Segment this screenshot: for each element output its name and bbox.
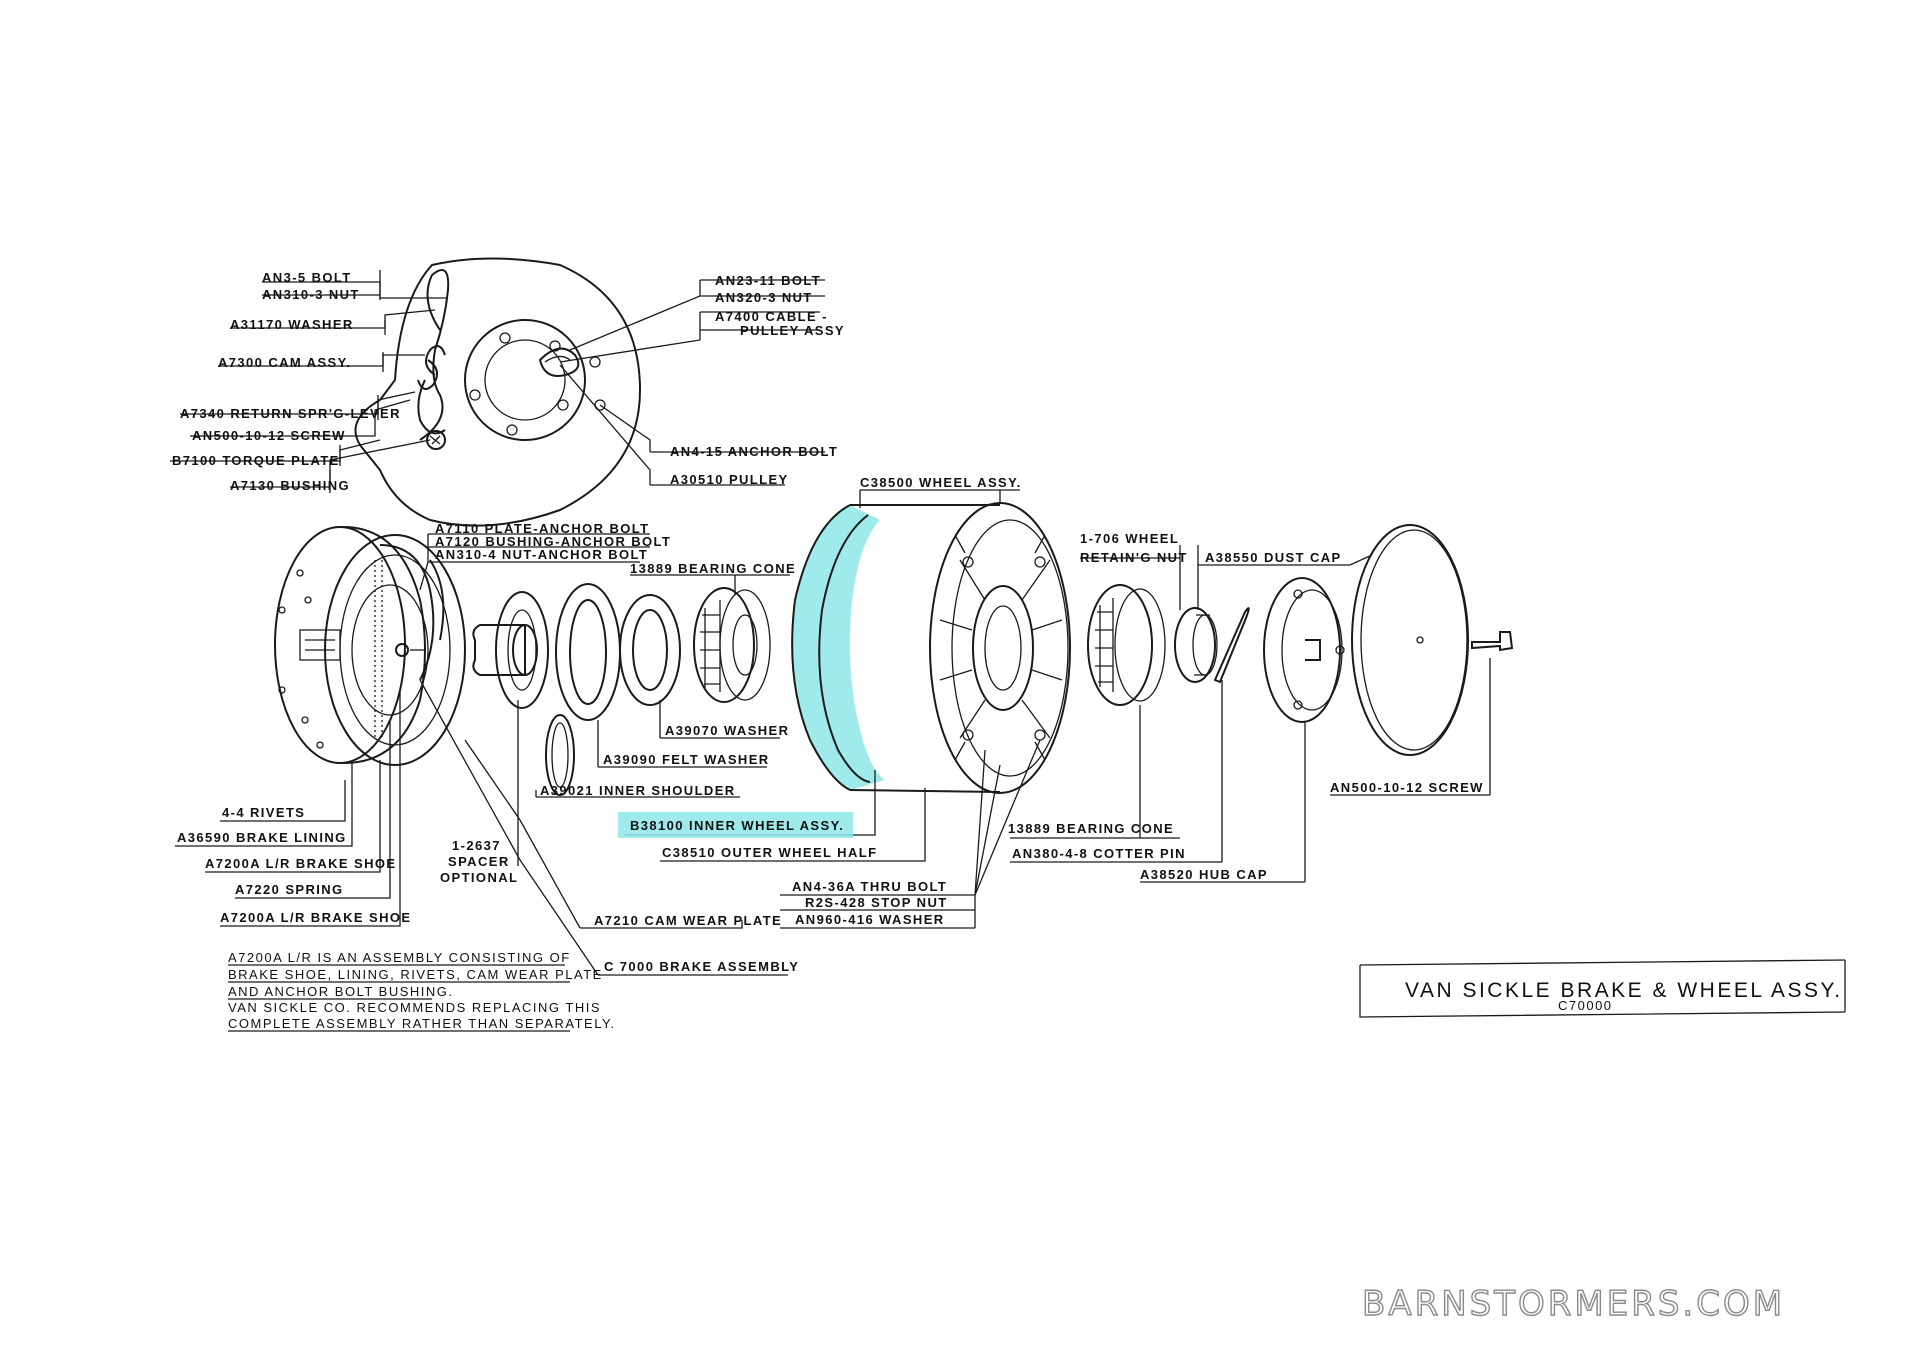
callout-a36590-brake-lining: A36590 BRAKE LINING — [177, 830, 347, 845]
callout-an3-5-bolt: AN3-5 BOLT — [262, 270, 352, 285]
callout-a7400-cable-1: A7400 CABLE - — [715, 309, 828, 324]
callout-r2s-428-stop-nut: R2S-428 STOP NUT — [805, 895, 948, 910]
callout-wheel-nut-1: 1-706 WHEEL — [1080, 531, 1179, 546]
callout-b38100-inner-wheel: B38100 INNER WHEEL ASSY. — [630, 818, 844, 833]
callout-an960-416-washer: AN960-416 WASHER — [795, 912, 945, 927]
inner-wheel-highlight — [792, 505, 885, 790]
watermark: BARNSTORMERS.COM — [1362, 1284, 1785, 1324]
hub-cap-part — [1263, 577, 1345, 723]
callout-an500-10-12-screw-right: AN500-10-12 SCREW — [1330, 780, 1484, 795]
inner-wheel-label-highlight — [618, 812, 853, 838]
callout-a7340-return-spring: A7340 RETURN SPR'G-LEVER — [180, 406, 401, 421]
callout-a7300-cam-assy: A7300 CAM ASSY. — [218, 355, 351, 370]
bearing-cone-top — [693, 587, 771, 703]
callout-an4-36a-thru-bolt: AN4-36A THRU BOLT — [792, 879, 947, 894]
callout-an500-10-12-screw-top: AN500-10-12 SCREW — [192, 428, 346, 443]
callout-an23-11-bolt: AN23-11 BOLT — [715, 273, 821, 288]
callout-a7110-plate-anchor: A7110 PLATE-ANCHOR BOLT — [435, 521, 649, 536]
callout-bearing-cone-bottom: 13889 BEARING CONE — [1008, 821, 1174, 836]
callout-a31170-washer: A31170 WASHER — [230, 317, 354, 332]
callout-spacer-3: OPTIONAL — [440, 870, 518, 885]
callout-wheel-nut-2: RETAIN'G NUT — [1080, 550, 1188, 565]
cotter-pin-part — [1213, 607, 1250, 684]
note-line-2: BRAKE SHOE, LINING, RIVETS, CAM WEAR PLA… — [228, 967, 603, 982]
callout-an4-15-anchor-bolt: AN4-15 ANCHOR BOLT — [670, 444, 838, 459]
callout-an310-3-nut: AN310-3 NUT — [262, 287, 360, 302]
washer-part — [619, 594, 681, 706]
retaining-nut-part — [1174, 607, 1218, 683]
callout-a7130-bushing: A7130 BUSHING — [230, 478, 350, 493]
callout-c7000-brake-assembly: C 7000 BRAKE ASSEMBLY — [604, 959, 799, 974]
note-line-3: AND ANCHOR BOLT BUSHING. — [228, 984, 454, 999]
spacer-part — [472, 624, 538, 676]
callout-a7220-spring: A7220 SPRING — [235, 882, 344, 897]
bearing-cone-bottom — [1087, 584, 1166, 706]
callout-a7210-cam-wear-plate: A7210 CAM WEAR PLATE — [594, 913, 782, 928]
callout-a7120-bushing-anchor: A7120 BUSHING-ANCHOR BOLT — [435, 534, 671, 549]
callout-labels: AN3-5 BOLT AN310-3 NUT A31170 WASHER A73… — [172, 270, 1484, 974]
callout-a38520-hub-cap: A38520 HUB CAP — [1140, 867, 1268, 882]
callout-a7200a-brake-shoe-1: A7200A L/R BRAKE SHOE — [205, 856, 396, 871]
callout-an320-3-nut: AN320-3 NUT — [715, 290, 813, 305]
brake-assembly — [274, 525, 466, 766]
screw-part — [1471, 631, 1514, 652]
callout-a7400-cable-2: PULLEY ASSY — [740, 323, 845, 338]
callout-bearing-cone-top: 13889 BEARING CONE — [630, 561, 796, 576]
leader-lines — [170, 270, 1846, 1018]
callout-a39070-washer: A39070 WASHER — [665, 723, 789, 738]
callout-a39021-inner-shoulder: A39021 INNER SHOULDER — [540, 783, 736, 798]
dust-cap-part — [1351, 524, 1469, 756]
callout-a7200a-brake-shoe-2: A7200A L/R BRAKE SHOE — [220, 910, 411, 925]
callout-b7100-torque-plate: B7100 TORQUE PLATE — [172, 453, 340, 468]
callout-an380-4-8-cotter-pin: AN380-4-8 COTTER PIN — [1012, 846, 1186, 861]
callout-c38510-outer-wheel: C38510 OUTER WHEEL HALF — [662, 845, 877, 860]
callout-an310-4-nut-anchor: AN310-4 NUT-ANCHOR BOLT — [435, 547, 648, 562]
note-line-5: COMPLETE ASSEMBLY RATHER THAN SEPARATELY… — [228, 1016, 616, 1031]
felt-washer-part — [555, 583, 621, 721]
assembly-note: A7200A L/R IS AN ASSEMBLY CONSISTING OF … — [228, 950, 616, 1032]
callout-spacer-2: SPACER — [448, 854, 510, 869]
callout-a30510-pulley: A30510 PULLEY — [670, 472, 789, 487]
inner-shoulder-part — [495, 591, 575, 796]
diagram-number: C70000 — [1558, 998, 1613, 1013]
title-block: VAN SICKLE BRAKE & WHEEL ASSY. C70000 — [1405, 979, 1843, 1013]
wheel-assembly — [791, 502, 1071, 794]
note-line-4: VAN SICKLE CO. RECOMMENDS REPLACING THIS — [228, 1000, 601, 1015]
callout-spacer-1: 1-2637 — [452, 838, 501, 853]
callout-4-4-rivets: 4-4 RIVETS — [222, 805, 305, 820]
callout-a39090-felt-washer: A39090 FELT WASHER — [603, 752, 770, 767]
note-line-1: A7200A L/R IS AN ASSEMBLY CONSISTING OF — [228, 950, 571, 965]
diagram-title: VAN SICKLE BRAKE & WHEEL ASSY. — [1405, 979, 1843, 1002]
callout-c38500-wheel-assy: C38500 WHEEL ASSY. — [860, 475, 1022, 490]
callout-a38550-dust-cap: A38550 DUST CAP — [1205, 550, 1342, 565]
